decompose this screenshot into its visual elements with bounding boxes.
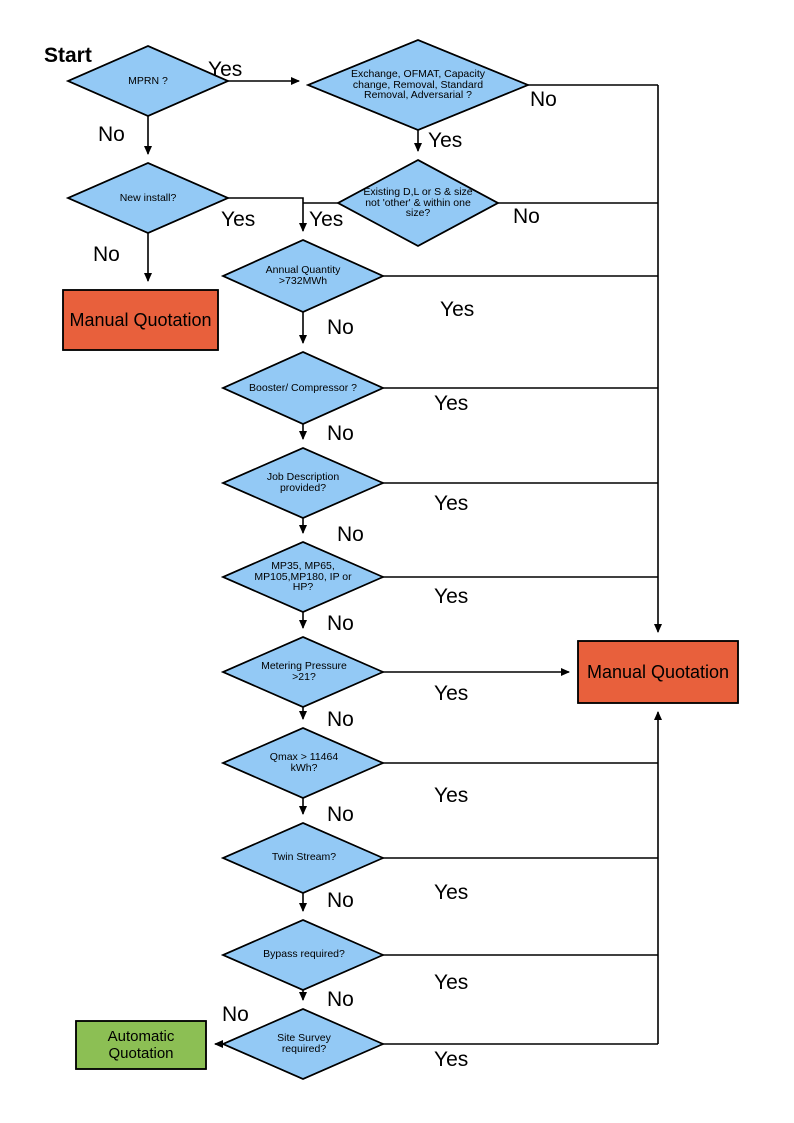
- decision-shape-booster: [221, 351, 385, 425]
- edge-label-mprn-yes: Yes: [208, 58, 243, 81]
- edge-label-mprn-no: No: [98, 123, 125, 146]
- edge-label-sitesurvey-no: No: [222, 1003, 249, 1026]
- decision-shape-existing: [336, 159, 500, 247]
- edge-label-newinstall-no: No: [93, 243, 120, 266]
- edge-label-jobdesc-yes: Yes: [434, 492, 469, 515]
- edge-label-mpcodes-yes: Yes: [434, 585, 469, 608]
- edge-label-bypass-yes: Yes: [434, 971, 469, 994]
- edge-label-existing-no: No: [513, 205, 540, 228]
- terminator-shape-manual2: [577, 640, 739, 704]
- edge-label-metering-yes: Yes: [434, 682, 469, 705]
- edge-label-booster-yes: Yes: [434, 392, 469, 415]
- edge-label-twin-yes: Yes: [434, 881, 469, 904]
- decision-shape-exchange: [305, 39, 531, 131]
- edge-label-qmax-no: No: [327, 803, 354, 826]
- decision-shape-annual: [221, 239, 385, 313]
- edge-label-exchange-no: No: [530, 88, 557, 111]
- decision-shape-mprn: [66, 45, 230, 117]
- decision-shape-bypass: [221, 919, 385, 991]
- terminator-shape-automatic: [75, 1020, 207, 1070]
- decision-shape-metering: [221, 636, 385, 708]
- edge-newinstall-yes: [228, 197, 307, 232]
- edge-label-twin-no: No: [327, 889, 354, 912]
- decision-shape-newinstall: [66, 162, 230, 234]
- edge-label-annual-no: No: [327, 316, 354, 339]
- edge-label-sitesurvey-yes: Yes: [434, 1048, 469, 1071]
- decision-shape-mpcodes: [221, 541, 385, 613]
- edge-label-metering-no: No: [327, 708, 354, 731]
- terminator-shape-manual1: [62, 289, 219, 351]
- edge-label-mpcodes-no: No: [327, 612, 354, 635]
- decision-shape-jobdesc: [221, 447, 385, 519]
- edge-label-existing-yes: Yes: [309, 208, 344, 231]
- start-label: Start: [44, 44, 92, 67]
- edge-label-qmax-yes: Yes: [434, 784, 469, 807]
- edge-label-exchange-yes: Yes: [428, 129, 463, 152]
- edge-label-annual-yes: Yes: [440, 298, 475, 321]
- edge-label-booster-no: No: [327, 422, 354, 445]
- edge-label-newinstall-yes: Yes: [221, 208, 256, 231]
- decision-shape-twin: [221, 822, 385, 894]
- edge-label-bypass-no: No: [327, 988, 354, 1011]
- decision-shape-qmax: [221, 727, 385, 799]
- edge-label-jobdesc-no: No: [337, 523, 364, 546]
